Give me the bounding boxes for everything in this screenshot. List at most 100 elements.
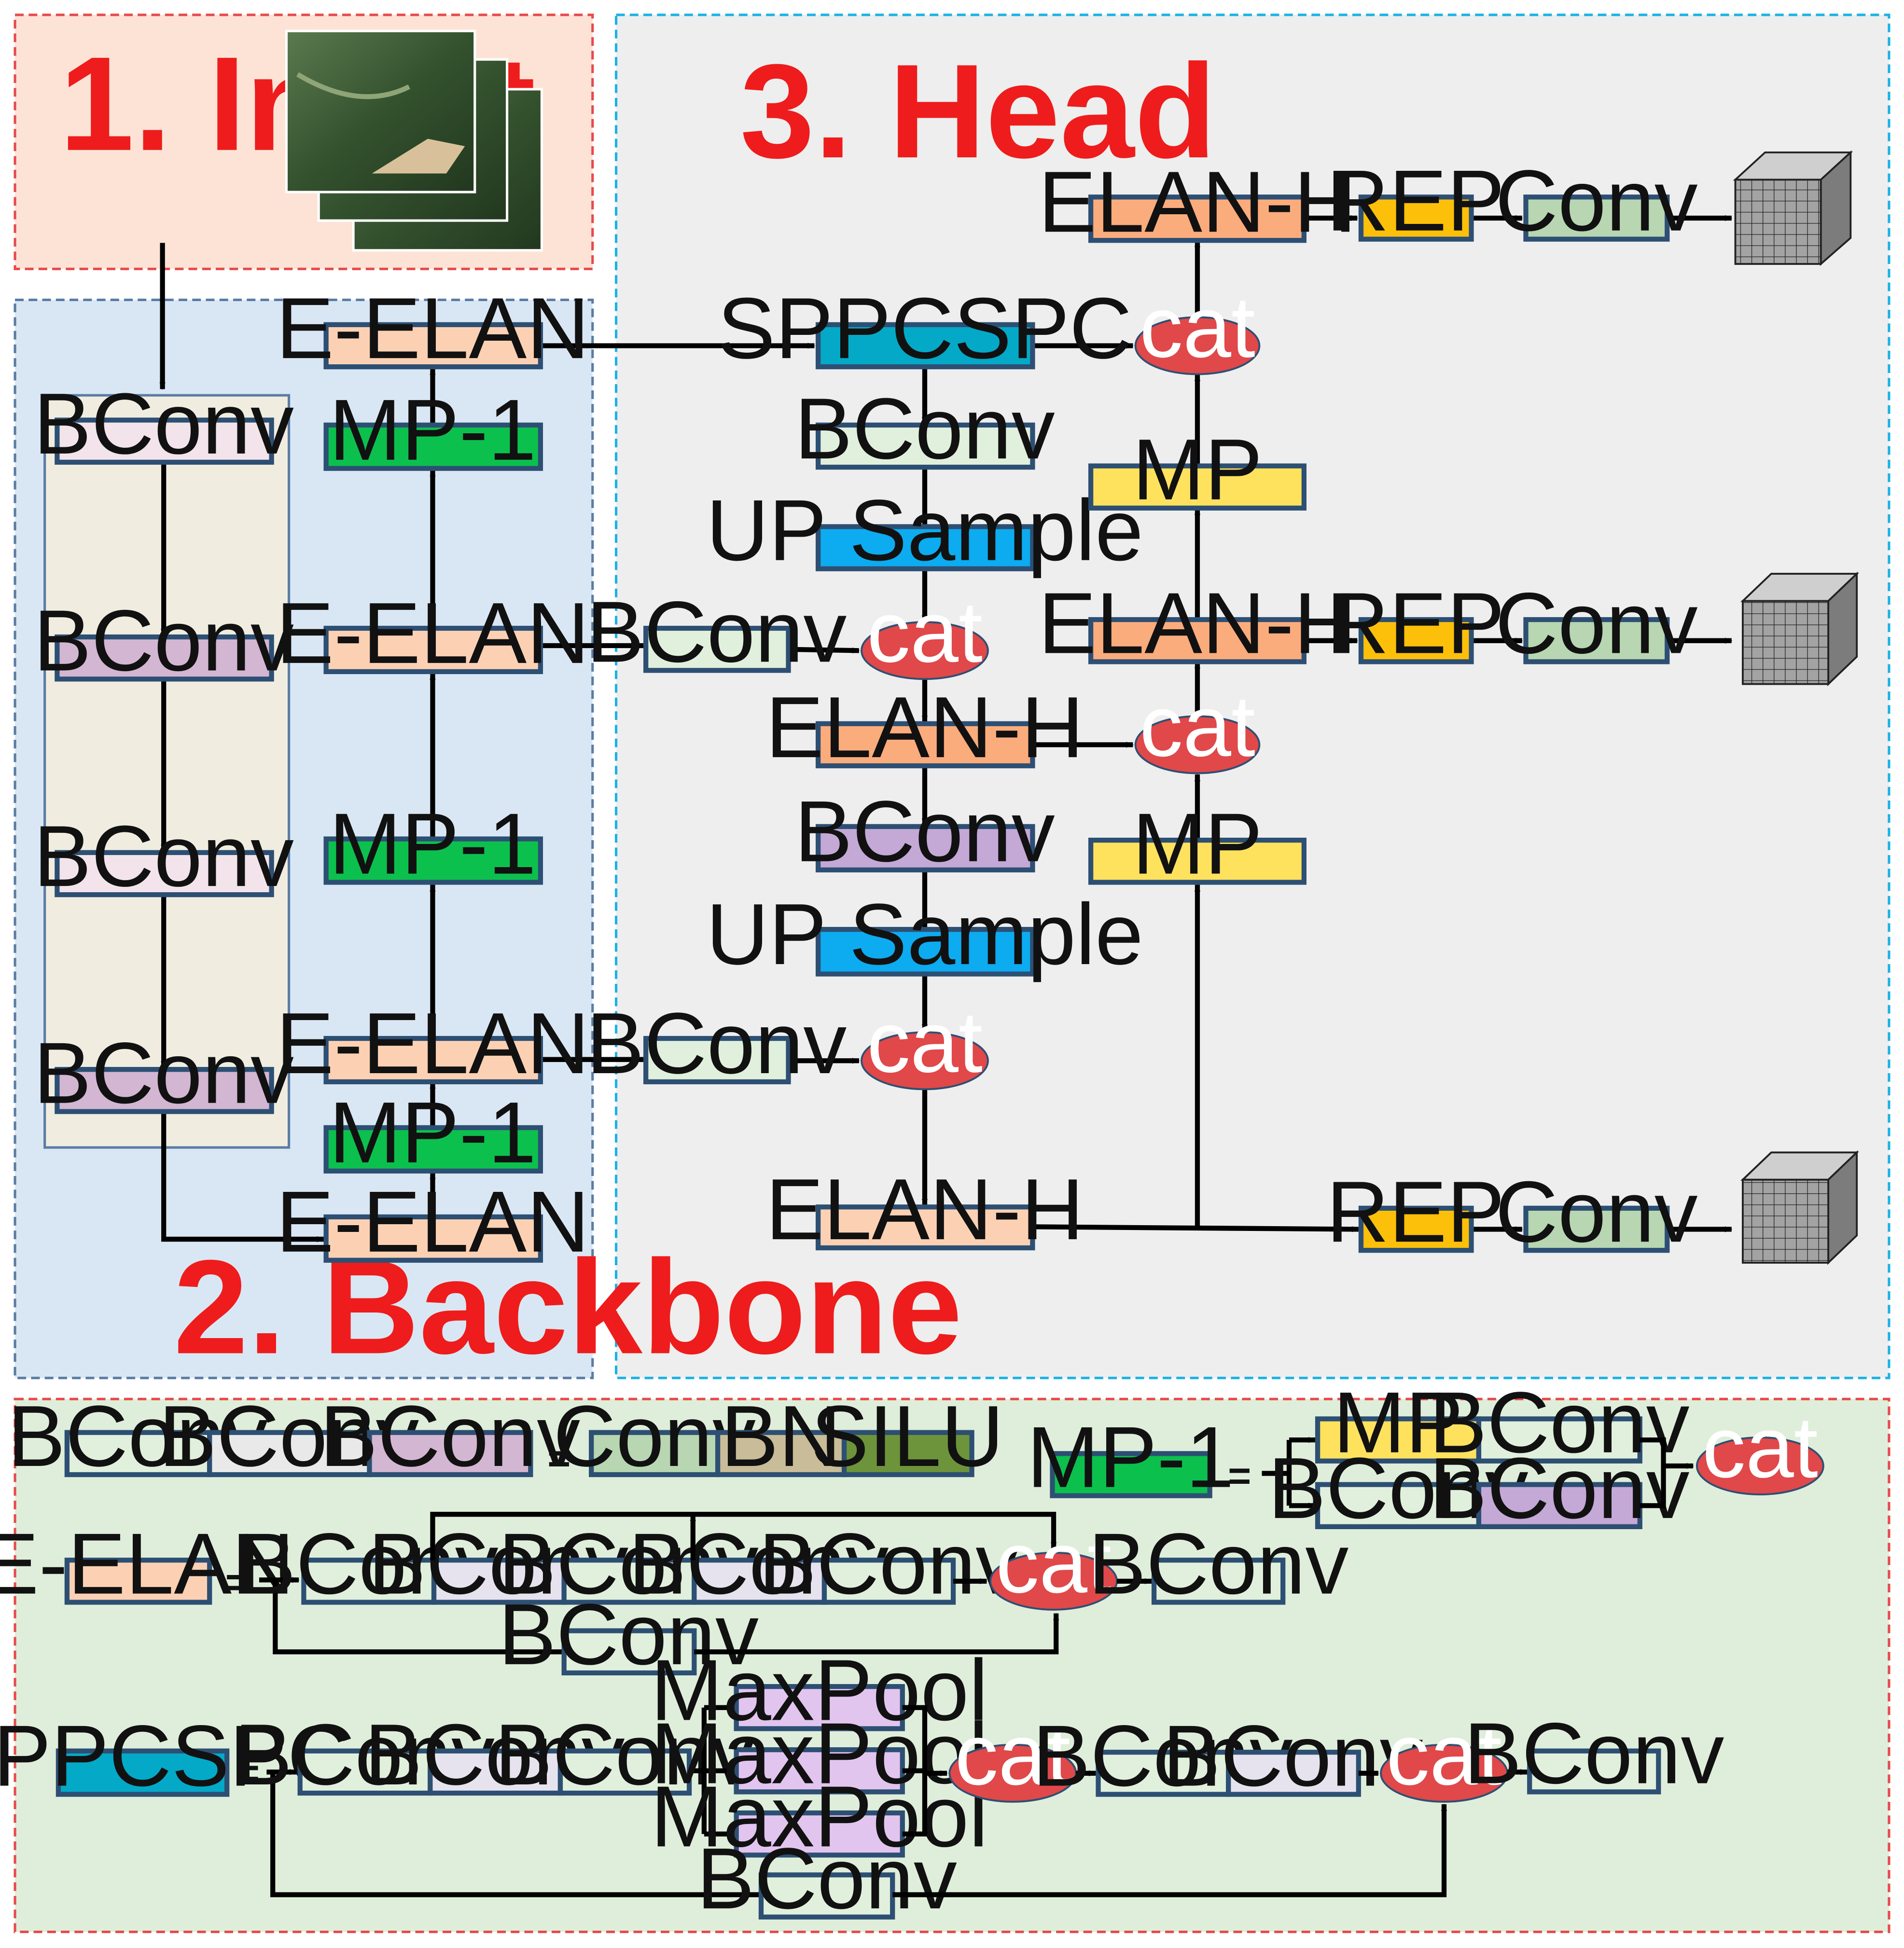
svg-text:BConv: BConv [794, 783, 1055, 880]
svg-text:=: = [1228, 1454, 1251, 1498]
svg-text:=: = [236, 1752, 260, 1796]
svg-text:Conv: Conv [1495, 1163, 1698, 1260]
svg-text:SPPCSPC: SPPCSPC [0, 1708, 350, 1805]
svg-text:Conv: Conv [1495, 152, 1698, 249]
satellite-image-stack [285, 29, 543, 252]
stem-bconv-2: BConv [33, 592, 294, 689]
svg-text:E-ELAN: E-ELAN [276, 585, 589, 682]
head-cat-top: cat [1134, 279, 1261, 376]
svg-text:=: = [225, 1561, 249, 1605]
svg-text:REP: REP [1326, 1163, 1505, 1260]
head-title: 3. Head [740, 36, 1216, 186]
head-lateral-bconv-2: BConv [586, 995, 847, 1092]
svg-text:BConv: BConv [586, 995, 847, 1092]
head-rep-bottom: REP [1326, 1163, 1505, 1260]
legend-bconv-row: BConv BConv BConv = Conv BN SILU [8, 1388, 1004, 1485]
svg-text:BConv: BConv [320, 1388, 581, 1485]
backbone-eelan-3: E-ELAN [276, 585, 589, 682]
svg-text:REP: REP [1326, 152, 1505, 249]
backbone-title: 2. Backbone [174, 1232, 962, 1382]
backbone-mp1-2: MP-1 [323, 795, 543, 892]
svg-text:BConv: BConv [1088, 1516, 1349, 1613]
head-rep-mid: REP [1326, 575, 1505, 672]
legend-mp1-row: MP-1 = MP BConv BConv BConv cat [1027, 1374, 1824, 1537]
svg-text:MaxPool: MaxPool [651, 1642, 988, 1739]
svg-text:E-ELAN: E-ELAN [276, 995, 589, 1092]
svg-text:cat: cat [1140, 279, 1255, 376]
svg-text:ELAN-H: ELAN-H [1038, 153, 1356, 250]
legend-sppcspc-row: SPPCSPC = BConv BConv BConv MaxPool MaxP… [0, 1642, 1724, 1927]
stem-bconv-4: BConv [33, 1025, 294, 1122]
head-rep-top: REP [1326, 152, 1505, 249]
svg-text:SPPCSPC: SPPCSPC [717, 280, 1132, 377]
svg-text:Conv: Conv [1495, 575, 1698, 672]
head-cat-1: cat [861, 583, 989, 680]
svg-text:cat: cat [955, 1706, 1070, 1803]
svg-text:MaxPool: MaxPool [651, 1768, 988, 1865]
head-cat-2: cat [861, 994, 989, 1091]
svg-text:BConv: BConv [1429, 1440, 1690, 1537]
svg-text:BConv: BConv [1163, 1708, 1423, 1805]
stem-panel [43, 394, 291, 1149]
svg-text:BConv: BConv [498, 1586, 759, 1683]
stem-bconv-1: BConv [33, 375, 294, 472]
head-mp-mid: MP [1088, 795, 1306, 892]
backbone-mp1-3: MP-1 [323, 382, 543, 479]
svg-text:E-ELAN: E-ELAN [276, 280, 589, 377]
backbone-eelan-1: E-ELAN [276, 1174, 589, 1271]
svg-text:SILU: SILU [811, 1388, 1004, 1485]
svg-text:MP: MP [1132, 421, 1263, 518]
svg-text:ELAN-H: ELAN-H [765, 1161, 1084, 1258]
svg-text:ELAN-H: ELAN-H [765, 679, 1084, 776]
svg-text:MP: MP [1333, 1374, 1463, 1471]
head-mp-top: MP [1088, 421, 1306, 518]
svg-text:MP-1: MP-1 [1027, 1409, 1234, 1506]
head-upsample-1: UP Sample [706, 482, 1143, 579]
svg-text:cat: cat [1702, 1399, 1818, 1496]
head-sppcspc: SPPCSPC [717, 280, 1132, 377]
svg-text:MaxPool: MaxPool [651, 1705, 988, 1802]
svg-text:MP-1: MP-1 [329, 795, 536, 892]
svg-text:cat: cat [1386, 1706, 1502, 1803]
svg-text:cat: cat [867, 583, 983, 680]
svg-text:BConv: BConv [33, 1025, 294, 1122]
svg-text:cat: cat [996, 1514, 1112, 1611]
svg-text:UP Sample: UP Sample [706, 482, 1143, 579]
stem-bconv-3: BConv [33, 808, 294, 905]
head-lateral-bconv-1: BConv [586, 583, 847, 680]
grid-cube-icon [1740, 571, 1859, 687]
head-upsample-2: UP Sample [706, 886, 1143, 983]
svg-text:MP-1: MP-1 [329, 382, 536, 479]
backbone-eelan-4: E-ELAN [276, 280, 589, 377]
legend-eelan-row: E-ELAN = BConv BConv BConv BConv BConv c… [0, 1512, 1349, 1683]
head-elanh-2: ELAN-H [765, 1161, 1084, 1258]
svg-text:BConv: BConv [33, 375, 294, 472]
svg-text:ELAN-H: ELAN-H [1038, 575, 1356, 672]
head-conv-bottom: Conv [1495, 1163, 1698, 1260]
backbone-eelan-2: E-ELAN [276, 995, 589, 1092]
svg-text:cat: cat [867, 994, 983, 1091]
svg-text:BConv: BConv [586, 583, 847, 680]
svg-text:UP Sample: UP Sample [706, 886, 1143, 983]
svg-text:BConv: BConv [1429, 1374, 1690, 1471]
svg-text:BN: BN [721, 1388, 841, 1485]
svg-text:BConv: BConv [794, 380, 1055, 477]
svg-text:BConv: BConv [1464, 1705, 1724, 1802]
head-conv-mid: Conv [1495, 575, 1698, 672]
head-elanh-top: ELAN-H [1038, 153, 1356, 250]
grid-cube-icon [1740, 1150, 1859, 1265]
svg-text:cat: cat [1140, 678, 1255, 775]
svg-text:E-ELAN: E-ELAN [276, 1174, 589, 1271]
head-bconv-2: BConv [794, 783, 1055, 880]
grid-cube-icon [1733, 150, 1853, 266]
svg-text:BConv: BConv [33, 808, 294, 905]
head-elanh-1: ELAN-H [765, 679, 1084, 776]
svg-text:MP-1: MP-1 [329, 1084, 536, 1181]
svg-text:BConv: BConv [33, 592, 294, 689]
head-elanh-mid: ELAN-H [1038, 575, 1356, 672]
head-cat-mid: cat [1134, 678, 1261, 775]
svg-text:MP: MP [1132, 795, 1263, 892]
svg-text:BConv: BConv [759, 1516, 1019, 1613]
